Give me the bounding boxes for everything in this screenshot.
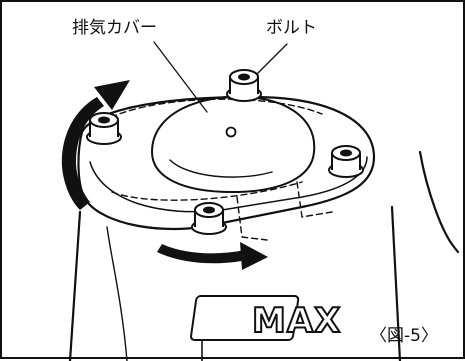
tool-body-outline xyxy=(68,150,460,361)
exhaust-cover-label: 排気カバー xyxy=(72,18,157,38)
figure-number-label: 〈図-5〉 xyxy=(370,326,438,346)
bolt-right xyxy=(328,145,364,178)
max-logo: MAX xyxy=(190,295,341,342)
tool-body-curve xyxy=(106,226,128,361)
bolt-left xyxy=(86,112,122,145)
exhaust-cover-groove xyxy=(169,159,273,178)
cover-base-rim xyxy=(89,156,368,213)
rotation-arrow-bottom xyxy=(157,242,268,270)
bolt-label: ボルト xyxy=(266,18,317,38)
exhaust-cover-leader xyxy=(153,41,208,113)
exhaust-cover-hole xyxy=(225,126,237,138)
rotation-arrow-left xyxy=(61,80,130,210)
bolt-top xyxy=(226,69,262,102)
exhaust-cover-dome xyxy=(151,95,316,193)
svg-text:MAX: MAX xyxy=(252,301,341,341)
bolt-leader xyxy=(256,43,288,75)
bolt-front xyxy=(191,202,227,235)
